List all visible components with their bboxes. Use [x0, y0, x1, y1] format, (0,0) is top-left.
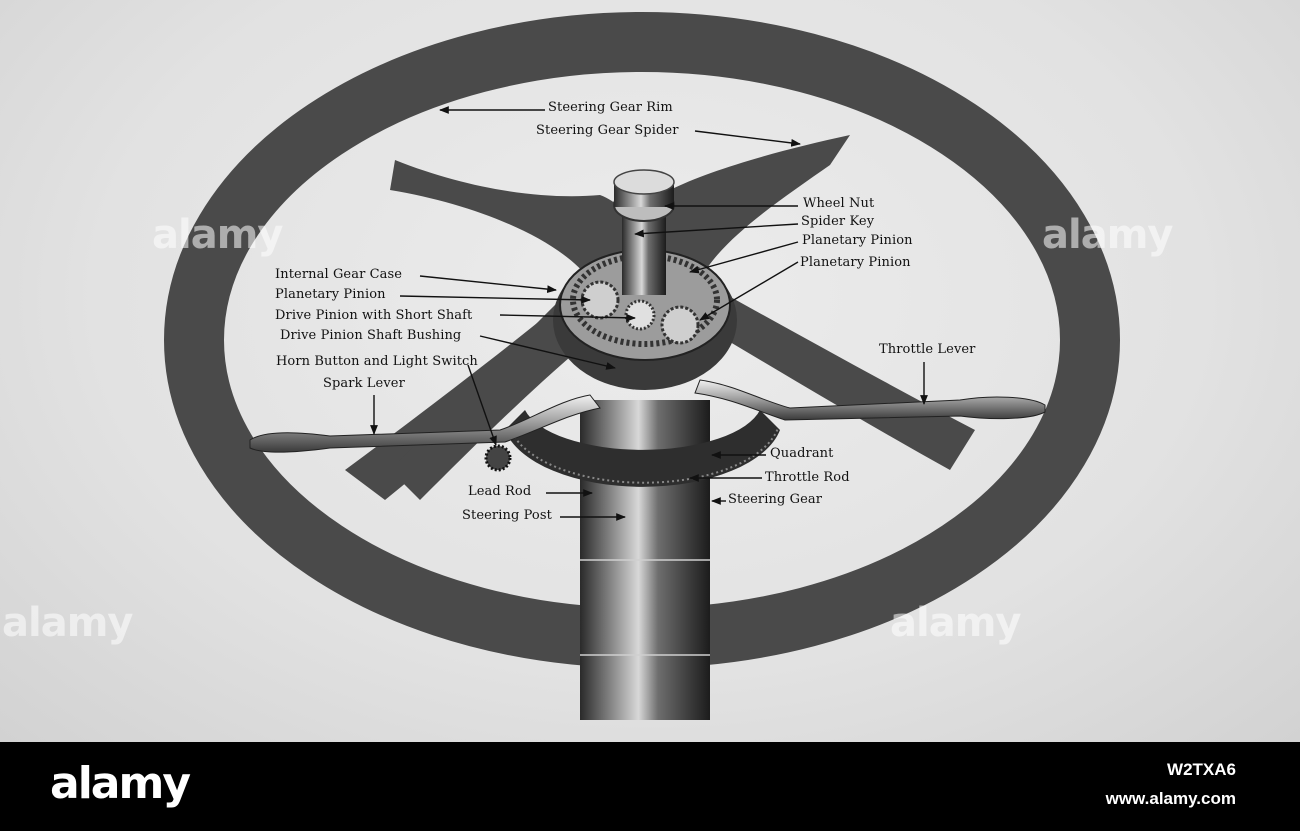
arrow-planetary-pinion-1: [689, 241, 799, 274]
label-steering-gear-spider: Steering Gear Spider: [536, 123, 679, 138]
throttle-lever: [694, 379, 1046, 421]
arrow-drive-pinion-short-shaft: [499, 313, 636, 322]
horn-button: [484, 444, 512, 472]
label-steering-post: Steering Post: [462, 508, 552, 523]
label-throttle-rod: Throttle Rod: [765, 470, 850, 485]
label-steering-gear-rim: Steering Gear Rim: [548, 100, 673, 115]
watermark-logo: alamy: [152, 212, 283, 258]
watermark-logo: alamy: [890, 600, 1021, 646]
spark-lever: [249, 394, 601, 453]
label-steering-gear: Steering Gear: [728, 492, 823, 507]
label-throttle-lever: Throttle Lever: [879, 342, 976, 357]
footer-bar: alamy W2TXA6 www.alamy.com: [0, 742, 1300, 831]
label-wheel-nut: Wheel Nut: [803, 196, 875, 211]
planetary-pinion-gear: [660, 305, 700, 345]
arrow-planetary-pinion-left: [399, 295, 591, 304]
watermark-logo: alamy: [1042, 212, 1173, 258]
steering-wheel-illustration: [164, 12, 1120, 720]
arrow-spider-key: [634, 223, 799, 238]
arrow-internal-gear-case: [419, 275, 557, 293]
image-id: W2TXA6: [1167, 760, 1236, 779]
label-drive-pinion-shaft-bushing: Drive Pinion Shaft Bushing: [280, 328, 462, 343]
label-planetary-pinion-right-2: Planetary Pinion: [800, 255, 911, 270]
diagram-canvas: Steering Gear Rim Steering Gear Spider W…: [0, 0, 1300, 742]
label-horn-button-light-switch: Horn Button and Light Switch: [276, 354, 478, 369]
site-url: www.alamy.com: [1105, 789, 1236, 808]
arrow-drive-pinion-shaft-bushing: [479, 335, 616, 370]
callout-arrows: [370, 106, 928, 521]
quadrant: [505, 410, 780, 487]
label-lead-rod: Lead Rod: [468, 484, 532, 499]
alamy-logo: alamy: [50, 758, 191, 809]
center-shaft: [622, 215, 666, 295]
label-spark-lever: Spark Lever: [323, 376, 405, 391]
arrow-steering-gear-spider: [694, 130, 801, 147]
label-planetary-pinion-left: Planetary Pinion: [275, 287, 386, 302]
drive-pinion-gear: [624, 299, 656, 331]
label-spider-key: Spider Key: [801, 214, 875, 229]
label-planetary-pinion-right-1: Planetary Pinion: [802, 233, 913, 248]
arrow-planetary-pinion-2: [699, 261, 799, 321]
label-internal-gear-case: Internal Gear Case: [275, 267, 403, 282]
label-drive-pinion-short-shaft: Drive Pinion with Short Shaft: [275, 308, 473, 323]
watermark-logo: alamy: [2, 600, 133, 646]
arrow-horn-button: [467, 364, 497, 446]
label-quadrant: Quadrant: [770, 446, 834, 461]
